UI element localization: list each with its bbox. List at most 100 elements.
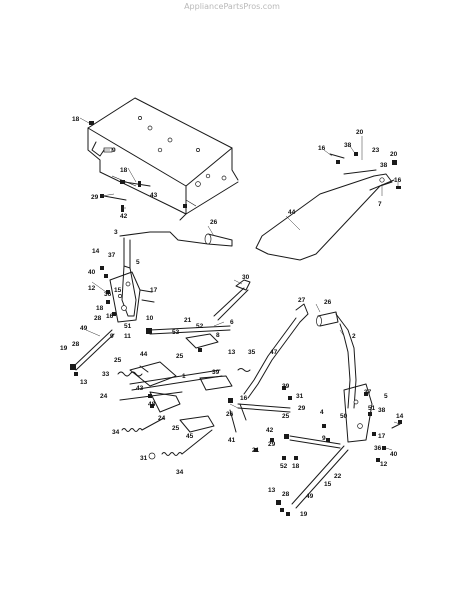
callout-17: 17	[150, 287, 158, 294]
callout-16: 16	[106, 313, 114, 320]
callout-25: 25	[282, 413, 290, 420]
callout-45: 45	[186, 433, 194, 440]
callout-9: 9	[110, 333, 114, 340]
callout-31: 31	[140, 455, 148, 462]
center-linkage	[117, 279, 309, 460]
callout-18: 18	[120, 167, 128, 174]
callout-51: 51	[124, 323, 132, 330]
leader-lines	[79, 117, 401, 451]
callout-9: 9	[322, 435, 326, 442]
callout-13: 13	[228, 349, 236, 356]
callout-51: 51	[368, 405, 376, 412]
callout-19: 19	[300, 511, 308, 518]
callout-27: 27	[298, 297, 306, 304]
callout-26: 26	[324, 299, 332, 306]
callout-4: 4	[320, 409, 324, 416]
callout-50: 50	[340, 413, 348, 420]
callout-39: 39	[212, 369, 220, 376]
callout-29: 29	[91, 194, 99, 201]
callout-34: 34	[176, 469, 184, 476]
callout-25: 25	[176, 353, 184, 360]
callout-25: 25	[114, 357, 122, 364]
callout-40: 40	[390, 451, 398, 458]
callout-24: 24	[100, 393, 108, 400]
control-rod-left	[70, 329, 115, 376]
callout-9: 9	[112, 147, 116, 154]
callout-26: 26	[226, 411, 234, 418]
callout-47: 47	[270, 349, 278, 356]
callout-30: 30	[242, 274, 250, 281]
callout-31: 31	[296, 393, 304, 400]
callout-labels: 18 9 18 29 42 43 16 38 20 23 20 38 16 7 …	[60, 116, 404, 518]
callout-3: 3	[114, 229, 118, 236]
callout-13: 13	[268, 487, 276, 494]
callout-5: 5	[384, 393, 388, 400]
callout-35: 35	[248, 349, 256, 356]
loop-handle-part	[255, 152, 401, 261]
callout-18: 18	[292, 463, 300, 470]
callout-24: 24	[158, 415, 166, 422]
callout-13: 13	[80, 379, 88, 386]
callout-18: 18	[96, 305, 104, 312]
callout-26: 26	[210, 219, 218, 226]
callout-44: 44	[140, 351, 148, 358]
callout-20: 20	[356, 129, 364, 136]
callout-15: 15	[324, 481, 332, 488]
callout-38: 38	[378, 407, 386, 414]
callout-22: 22	[334, 473, 342, 480]
callout-48: 48	[148, 401, 156, 408]
callout-53: 53	[172, 329, 180, 336]
callout-23: 23	[372, 147, 380, 154]
callout-12: 12	[88, 285, 96, 292]
watermark-text: AppliancePartsPros.com	[184, 2, 280, 11]
callout-21: 21	[184, 317, 192, 324]
callout-17: 17	[378, 433, 386, 440]
callout-8: 8	[216, 332, 220, 339]
callout-5: 5	[136, 259, 140, 266]
callout-20: 20	[390, 151, 398, 158]
bracket-hardware	[89, 121, 187, 212]
callout-18: 18	[72, 116, 80, 123]
callout-10: 10	[146, 315, 154, 322]
callout-37: 37	[108, 252, 116, 259]
callout-19: 19	[60, 345, 68, 352]
right-control-lever	[254, 311, 402, 516]
callout-25: 25	[172, 425, 180, 432]
callout-21: 21	[252, 447, 260, 454]
left-control-lever	[100, 231, 233, 323]
callout-41: 41	[228, 437, 236, 444]
callout-12: 12	[380, 461, 388, 468]
callout-29: 29	[268, 441, 276, 448]
callout-29: 29	[298, 405, 306, 412]
callout-1: 1	[182, 373, 186, 380]
callout-28: 28	[282, 491, 290, 498]
callout-37: 37	[364, 389, 372, 396]
callout-40: 40	[88, 269, 96, 276]
frame-bracket-part	[87, 97, 239, 221]
callout-15: 15	[114, 287, 122, 294]
callout-36: 36	[374, 445, 382, 452]
callout-38: 38	[344, 142, 352, 149]
callout-14: 14	[396, 413, 404, 420]
callout-7: 7	[378, 201, 382, 208]
callout-49: 49	[80, 325, 88, 332]
callout-39: 39	[282, 383, 290, 390]
callout-49: 49	[306, 493, 314, 500]
callout-42: 42	[266, 427, 274, 434]
callout-33: 33	[102, 371, 110, 378]
callout-6: 6	[230, 319, 234, 326]
callout-34: 34	[112, 429, 120, 436]
callout-14: 14	[92, 248, 100, 255]
callout-11: 11	[124, 333, 131, 340]
callout-43: 43	[150, 192, 158, 199]
callout-16: 16	[394, 177, 402, 184]
callout-52: 52	[280, 463, 288, 470]
callout-36: 36	[104, 291, 112, 298]
callout-42: 42	[120, 213, 128, 220]
callout-28: 28	[72, 341, 80, 348]
callout-2: 2	[352, 333, 356, 340]
callout-43: 43	[136, 385, 144, 392]
callout-44: 44	[288, 209, 296, 216]
callout-38: 38	[380, 162, 388, 169]
